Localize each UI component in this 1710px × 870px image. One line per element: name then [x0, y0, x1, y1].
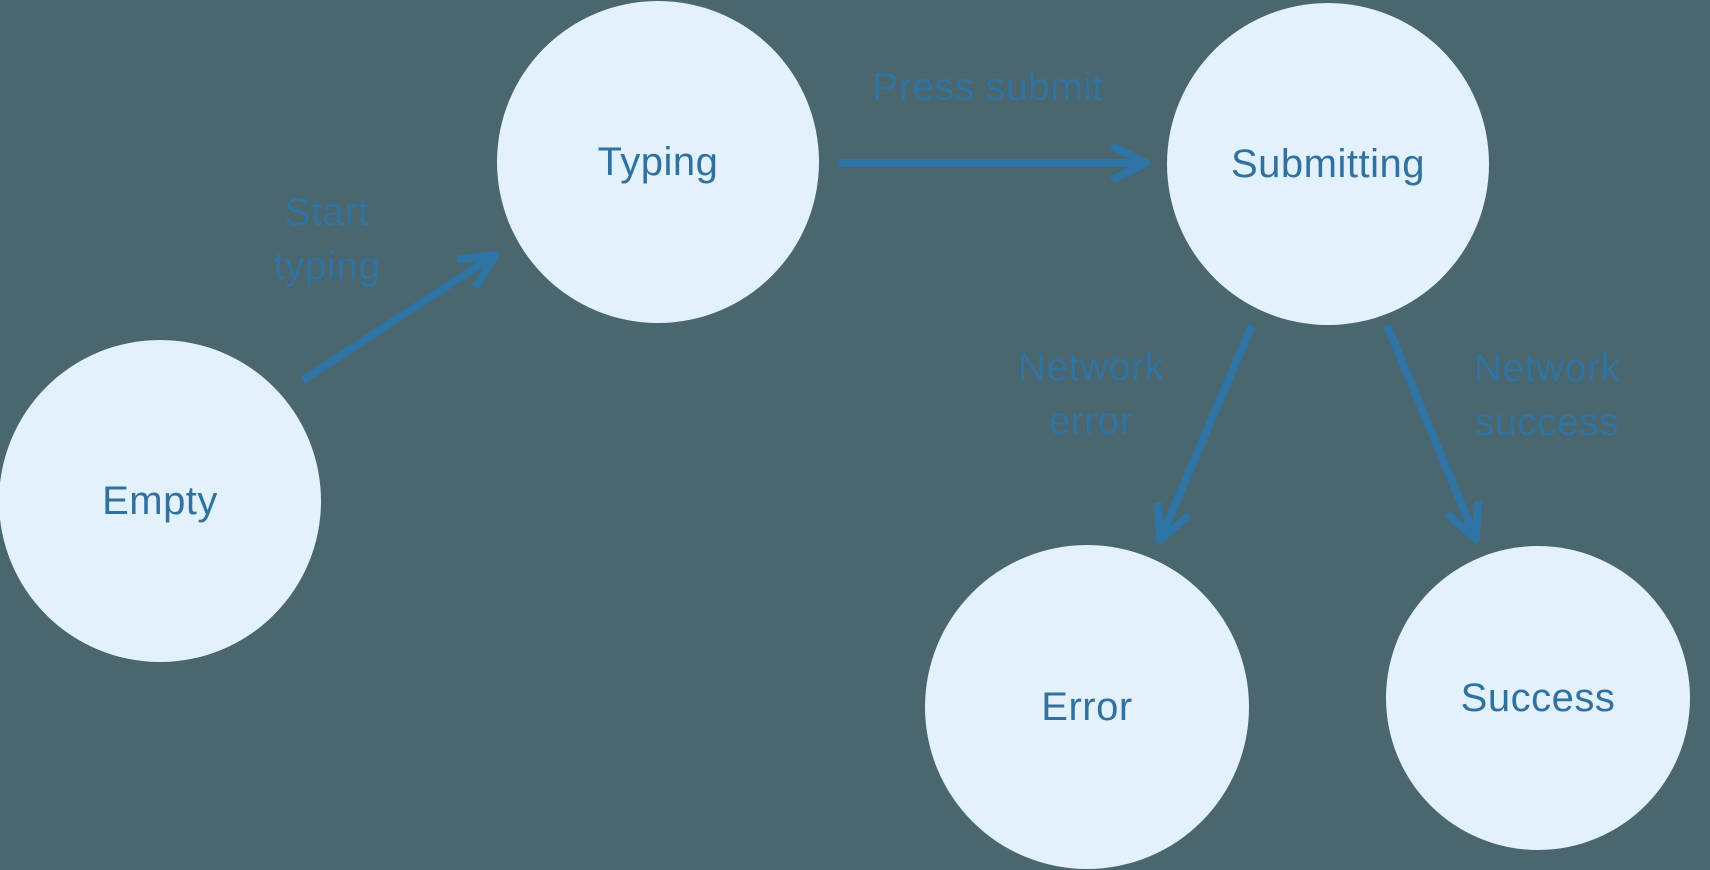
state-node-error[interactable]: Error — [925, 545, 1249, 869]
state-label-error: Error — [1041, 684, 1133, 729]
transition-arrow-network-error — [1153, 323, 1256, 544]
transition-label-line: Network — [1473, 347, 1621, 391]
transition-label-line: Network — [1017, 346, 1165, 390]
transition-label-line: error — [1048, 400, 1134, 443]
transition-label-line: Start — [284, 191, 370, 235]
transition-arrow-network-success — [1383, 323, 1483, 543]
transition-label-line: Press submit — [872, 66, 1104, 110]
state-node-typing[interactable]: Typing — [497, 1, 819, 323]
transition-label-start-typing: Start typing — [273, 186, 380, 294]
transition-label-press-submit: Press submit — [872, 61, 1103, 115]
state-node-empty[interactable]: Empty — [0, 340, 321, 662]
transition-label-network-error: Network error — [1018, 341, 1165, 449]
transition-label-line: success — [1474, 401, 1620, 444]
state-node-success[interactable]: Success — [1386, 546, 1690, 850]
state-node-submitting[interactable]: Submitting — [1167, 3, 1489, 325]
transition-label-line: typing — [273, 245, 381, 288]
state-label-submitting: Submitting — [1231, 141, 1425, 186]
transition-arrow-press-submit — [838, 142, 1150, 184]
transition-label-network-success: Network success — [1474, 342, 1621, 450]
state-label-empty: Empty — [102, 478, 218, 523]
state-label-success: Success — [1460, 675, 1616, 720]
state-label-typing: Typing — [597, 139, 719, 184]
